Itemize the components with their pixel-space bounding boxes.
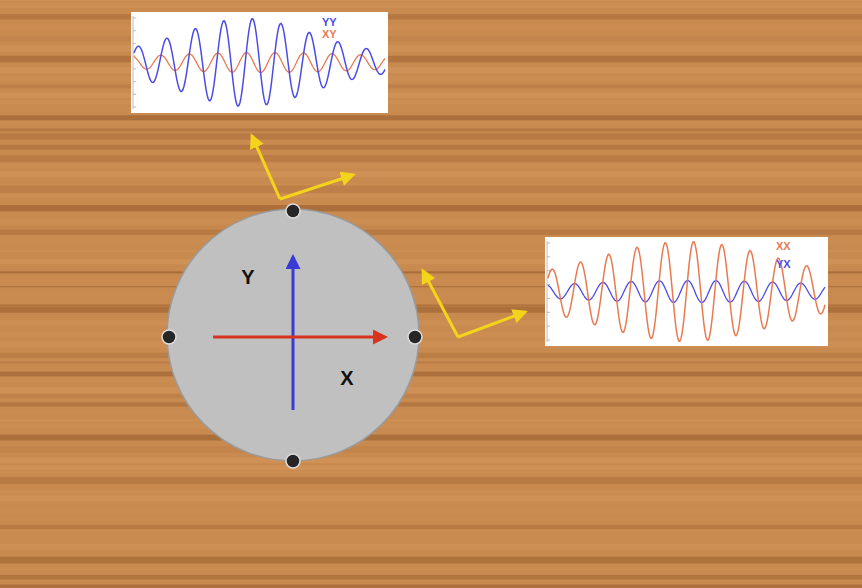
wood-grain bbox=[0, 229, 862, 234]
wood-grain bbox=[0, 530, 862, 533]
wood-grain bbox=[0, 76, 862, 82]
wood-grain bbox=[0, 378, 862, 383]
wood-grain bbox=[0, 122, 862, 125]
wood-grain bbox=[0, 372, 862, 377]
wood-grain bbox=[0, 557, 862, 564]
wood-grain bbox=[0, 585, 862, 588]
wood-grain bbox=[0, 568, 862, 571]
wood-grain bbox=[0, 495, 862, 501]
wood-grain bbox=[0, 106, 862, 112]
wood-grain bbox=[0, 533, 862, 536]
wood-grain bbox=[0, 471, 862, 473]
wood-grain bbox=[0, 186, 862, 193]
wood-grain bbox=[0, 115, 862, 120]
wood-grain bbox=[0, 402, 862, 406]
wood-grain bbox=[0, 85, 862, 89]
wood-grain bbox=[0, 423, 862, 428]
disc-outline bbox=[166, 208, 420, 462]
wood-grain bbox=[0, 25, 862, 31]
wood-grain bbox=[0, 353, 862, 358]
legend-entry: XY bbox=[322, 28, 337, 40]
x-axis-arrow bbox=[213, 336, 385, 339]
legend-entry: YX bbox=[776, 258, 791, 270]
waveform-plot bbox=[545, 237, 828, 346]
legend-text: YY bbox=[322, 16, 337, 28]
sensor-dot bbox=[286, 454, 300, 468]
wood-grain bbox=[0, 458, 862, 463]
legend-text: XY bbox=[322, 28, 337, 40]
wood-grain bbox=[0, 544, 862, 550]
wood-grain bbox=[0, 394, 862, 398]
wood-grain bbox=[0, 93, 862, 98]
wood-grain bbox=[0, 184, 862, 185]
wood-grain bbox=[0, 145, 862, 150]
y-axis-arrow bbox=[292, 257, 295, 410]
waveform-plot bbox=[131, 12, 388, 113]
wood-grain bbox=[0, 128, 862, 131]
wood-grain bbox=[0, 133, 862, 139]
wood-grain bbox=[0, 194, 862, 198]
axis-label: Y bbox=[241, 266, 254, 289]
wood-grain bbox=[0, 219, 862, 225]
wood-grain bbox=[0, 419, 862, 421]
wood-grain bbox=[0, 490, 862, 493]
wood-grain bbox=[0, 464, 862, 465]
wood-grain bbox=[0, 36, 862, 41]
wood-grain bbox=[0, 205, 862, 211]
sensor-dot bbox=[162, 330, 176, 344]
wood-grain bbox=[0, 0, 862, 1]
legend-entry: XX bbox=[776, 240, 791, 252]
wood-grain bbox=[0, 67, 862, 73]
wood-grain bbox=[0, 518, 862, 520]
sensor-dot bbox=[286, 204, 300, 218]
wood-grain bbox=[0, 446, 862, 453]
wood-grain bbox=[0, 361, 862, 363]
wood-grain bbox=[0, 45, 862, 52]
legend-color: YY bbox=[322, 16, 337, 28]
legend-color: YX bbox=[776, 258, 791, 270]
wood-grain bbox=[0, 14, 862, 20]
wood-grain bbox=[0, 525, 862, 529]
wood-grain bbox=[0, 56, 862, 63]
wood-grain bbox=[0, 155, 862, 162]
legend-text: YX bbox=[776, 258, 791, 270]
wood-grain bbox=[0, 226, 862, 227]
legend-color: XX bbox=[776, 240, 791, 252]
wood-grain bbox=[0, 410, 862, 416]
wood-grain bbox=[0, 477, 862, 484]
sensor-dot bbox=[408, 330, 422, 344]
wood-grain bbox=[0, 466, 862, 471]
wood-grain bbox=[0, 100, 862, 104]
sensor-disc: YX bbox=[166, 208, 420, 462]
wood-grain bbox=[0, 171, 862, 177]
legend-text: XX bbox=[776, 240, 791, 252]
legend-entry: YY bbox=[322, 16, 337, 28]
wood-grain bbox=[0, 387, 862, 393]
wood-grain bbox=[0, 164, 862, 169]
wood-grain bbox=[0, 575, 862, 579]
axis-label: X bbox=[340, 367, 353, 390]
legend-color: XY bbox=[322, 28, 337, 40]
wood-grain bbox=[0, 3, 862, 8]
wood-grain bbox=[0, 435, 862, 441]
wood-grain bbox=[0, 509, 862, 513]
